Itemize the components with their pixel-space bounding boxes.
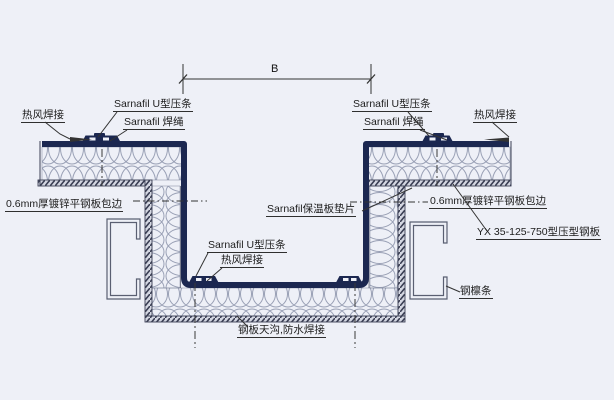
liner-gutter-left-wall — [144, 179, 153, 317]
insulation-gutter-left-wall — [151, 185, 181, 289]
leader-weld-rope-right — [419, 129, 448, 141]
insulation-layers — [41, 146, 511, 317]
dimension-b — [178, 64, 376, 94]
dimension-tick-right — [366, 74, 376, 84]
purlin-left-channel — [106, 218, 141, 300]
steel-liner-bands — [37, 179, 512, 323]
label-u-clamp-gutter: Sarnafil U型压条 — [207, 239, 287, 254]
purlins — [106, 218, 448, 300]
label-profiled-sheet: YX 35-125-750型压型钢板 — [476, 226, 602, 241]
label-gutter-weld: 钢板天沟,防水焊接 — [237, 324, 326, 339]
insulation-gutter-right-wall — [369, 185, 399, 289]
label-purlin: 钢檩条 — [459, 285, 493, 300]
leader-hot-air-weld-gutter — [206, 267, 223, 282]
sarnafil-membrane — [42, 141, 509, 288]
label-hot-air-weld-right: 热风焊接 — [473, 109, 517, 124]
label-u-clamp-right: Sarnafil U型压条 — [352, 98, 432, 113]
deck-right-roof — [367, 179, 512, 187]
insulation-gutter-bottom — [151, 287, 399, 317]
leader-profiled-sheet — [452, 183, 488, 232]
leader-purlin — [445, 285, 461, 293]
leader-u-clamp-gutter — [195, 252, 209, 277]
dimension-b-label: B — [271, 63, 279, 75]
deck-left-roof — [37, 179, 146, 187]
leader-lines — [44, 111, 510, 328]
leader-weld-rope-left — [109, 129, 128, 142]
label-edge-wrap-right: 0.6mm厚镀锌平钢板包边 — [429, 195, 548, 210]
leader-gutter-weld — [236, 315, 249, 328]
arrowhead-hot-air-weld-right — [484, 137, 509, 142]
label-edge-wrap-left: 0.6mm厚镀锌平钢板包边 — [5, 198, 124, 213]
liner-gutter-right-wall — [397, 185, 406, 317]
insulation-right-roof — [367, 146, 511, 181]
u-clamp-gutter-right — [336, 276, 362, 283]
leader-hot-air-weld-right — [491, 121, 510, 138]
leader-insulation-pad — [361, 187, 413, 212]
leader-u-clamp-left — [97, 111, 118, 138]
insulation-left-roof — [41, 146, 184, 181]
label-weld-rope-left: Sarnafil 焊绳 — [123, 116, 185, 131]
label-hot-air-weld-gutter: 热风焊接 — [220, 254, 264, 269]
label-weld-rope-right: Sarnafil 焊绳 — [363, 116, 425, 131]
label-insulation-pad: Sarnafil保温板垫片 — [266, 203, 357, 218]
liner-gutter-bottom — [144, 315, 406, 323]
dimension-tick-left — [178, 74, 188, 84]
leader-hot-air-weld-left — [44, 121, 71, 140]
purlin-right-channel — [409, 221, 448, 300]
arrowhead-hot-air-weld-left — [70, 137, 92, 142]
label-u-clamp-left: Sarnafil U型压条 — [113, 98, 193, 113]
centerlines — [101, 149, 438, 348]
u-clamp-right-roof — [422, 133, 453, 142]
u-clamp-gutter-left — [189, 276, 219, 283]
label-hot-air-weld-left: 热风焊接 — [21, 109, 65, 124]
